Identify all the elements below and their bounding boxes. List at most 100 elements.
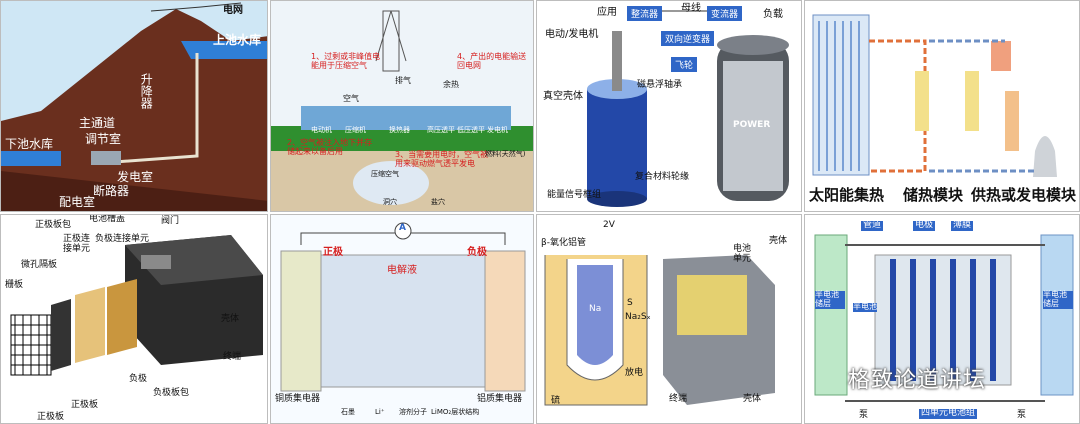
flow-pipe: 管道: [861, 220, 884, 231]
leadacid-illustration: [10, 235, 263, 376]
fw-flywheel: 飞轮: [671, 57, 698, 72]
caes-step1: 1、过剩或非峰值电能用于压缩空气: [311, 52, 381, 70]
caes-step2: 2、空气被注入地下并存储起来以备后用: [287, 138, 373, 156]
hydro-illustration: [1, 2, 267, 211]
la-separator: 微孔隔板: [21, 260, 58, 270]
nas-illustration: [544, 255, 775, 406]
hydro-gen-room-label: 发电室: [117, 170, 154, 184]
caes-step4: 4、产出的电能输送回电网: [457, 52, 527, 70]
li-meter: A: [399, 223, 406, 233]
flow-membrane: 薄膜: [951, 220, 974, 231]
caes-motor: 电动机: [311, 126, 332, 134]
panel-compressed-air: 1、过剩或非峰值电能用于压缩空气 4、产出的电能输送回电网 排气 空气 余热 电…: [270, 0, 534, 212]
panel-flow: 管道 电极 薄膜 半电池储层 半电池 半电池储层 泵 泵 四单元电池组: [804, 214, 1080, 424]
panel-pumped-hydro: 电网 上池水库 升降器 主通道 调节室 下池水库 发电室 断路器 配电室: [0, 0, 268, 212]
fw-mag-bearing: 磁悬浮轴承: [637, 80, 683, 90]
nas-cell: 电池单元: [733, 244, 752, 264]
nas-volt: 2V: [603, 220, 615, 230]
la-grid: 栅板: [5, 280, 24, 290]
fw-motor-gen: 电动/发电机: [545, 29, 599, 40]
fw-rectifier: 整流器: [627, 6, 663, 21]
caes-compressed-air: 压缩空气: [371, 170, 399, 178]
hydro-dist-room-label: 配电室: [59, 195, 96, 209]
li-graphite: 石墨: [341, 408, 355, 416]
la-valve: 阀门: [161, 216, 180, 226]
panel-flywheel: 应用 整流器 母线 变流器 负载 电动/发电机 双向逆变器 飞轮 磁悬浮轴承 真…: [536, 0, 802, 212]
nas-shell2: 壳体: [743, 394, 762, 404]
nas-discharge: 放电: [625, 368, 644, 378]
nas-s: S: [627, 298, 633, 308]
li-electrolyte: 电解液: [387, 265, 417, 276]
thermal-solar: 太阳能集热: [809, 186, 885, 204]
li-limo: LiMO₂层状结构: [431, 408, 480, 416]
hydro-grid-label: 电网: [223, 5, 243, 16]
la-neg-conn: 负极连接单元: [95, 234, 150, 244]
liion-illustration: [280, 222, 526, 392]
nas-na2s: Na₂Sₓ: [625, 312, 651, 322]
fw-transformer: 变流器: [707, 6, 743, 21]
hydro-upper-label: 上池水库: [213, 33, 262, 47]
caes-step3: 3、当需要用电时，空气被用来驱动燃气透平发电: [395, 150, 489, 168]
flywheel-illustration: [587, 10, 789, 207]
fw-inverter: 双向逆变器: [661, 31, 715, 46]
caes-illustration: [271, 10, 533, 211]
flow-pump-right: 泵: [1017, 410, 1027, 420]
la-pos-plate: 正极板: [71, 400, 99, 410]
watermark-text: 格致论道讲坛: [848, 368, 987, 393]
la-neg: 负极: [129, 374, 148, 384]
fw-app: 应用: [597, 7, 617, 18]
fw-load: 负载: [763, 9, 783, 20]
thermal-storage: 储热模块: [903, 186, 964, 204]
caes-recuperator: 换热器: [389, 126, 410, 134]
fw-signal: 能量信号框组: [547, 190, 602, 200]
panel-thermal: 太阳能集热 储热模块 供热或发电模块: [804, 0, 1080, 212]
caes-generator: 发电机: [487, 126, 508, 134]
flow-half-left: 半电池储层: [815, 290, 845, 309]
hydro-lower-label: 下池水库: [5, 137, 54, 151]
la-shell: 壳体: [221, 314, 240, 324]
flow-pump-left: 泵: [859, 410, 869, 420]
la-terminal: 终端: [223, 352, 242, 362]
caes-compressor: 压缩机: [345, 126, 366, 134]
fw-bus: 母线: [681, 3, 701, 14]
flow-stack: 四单元电池组: [919, 408, 978, 419]
nas-tube: β-氧化铝管: [541, 238, 586, 248]
la-neg-bag: 负极板包: [153, 388, 190, 398]
caes-fuel: 燃料(天然气): [485, 150, 526, 158]
hydro-main-tunnel-label: 主通道: [79, 116, 116, 130]
li-pos: 正极: [323, 247, 343, 258]
la-neg-plate: 正极板: [37, 412, 65, 422]
hydro-breaker-label: 断路器: [93, 184, 130, 198]
panel-lead-acid: 正极板包 电池槽盖 阀门 正极连接单元 负极连接单元 微孔隔板 栅板 壳体 终端…: [0, 214, 268, 424]
thermal-illustration: [812, 14, 1057, 177]
fw-composite: 复合材料轮缘: [635, 172, 690, 182]
hydro-reg-room-label: 调节室: [85, 132, 122, 146]
fw-vacuum: 真空壳体: [543, 91, 583, 102]
nas-na: Na: [589, 304, 602, 314]
caes-salt: 盐穴: [431, 198, 445, 206]
li-al: 铝质集电器: [477, 394, 523, 404]
la-pos-bag: 正极板包: [35, 220, 72, 230]
caes-hp-turbine: 高压透平: [427, 126, 455, 134]
li-cu: 铜质集电器: [275, 394, 321, 404]
caes-lp-turbine: 低压透平: [457, 126, 485, 134]
hydro-lift-label: 升降器: [139, 73, 154, 109]
caes-exhaust: 排气: [395, 76, 411, 85]
flow-half-mid: 半电池: [853, 302, 877, 312]
flow-illustration: [814, 234, 1074, 402]
caes-heat: 余热: [443, 80, 459, 89]
li-solvent: 溶剂分子: [399, 408, 427, 416]
nas-sulfur: 硫: [551, 396, 561, 406]
fw-brand: POWER: [733, 120, 771, 130]
caes-air: 空气: [343, 94, 359, 103]
panel-li-ion: A 正极 负极 电解液 铜质集电器 铝质集电器 石墨 Li⁺ 溶剂分子 LiMO…: [270, 214, 534, 424]
la-top: 电池槽盖: [89, 214, 126, 224]
li-li: Li⁺: [375, 408, 385, 416]
flow-electrode: 电极: [913, 220, 936, 231]
flow-half-right: 半电池储层: [1043, 290, 1073, 309]
caes-cavern: 洞穴: [383, 198, 397, 206]
li-neg: 负极: [467, 247, 487, 258]
la-pos-conn: 正极连接单元: [63, 234, 91, 254]
thermal-power: 供热或发电模块: [971, 186, 1077, 204]
